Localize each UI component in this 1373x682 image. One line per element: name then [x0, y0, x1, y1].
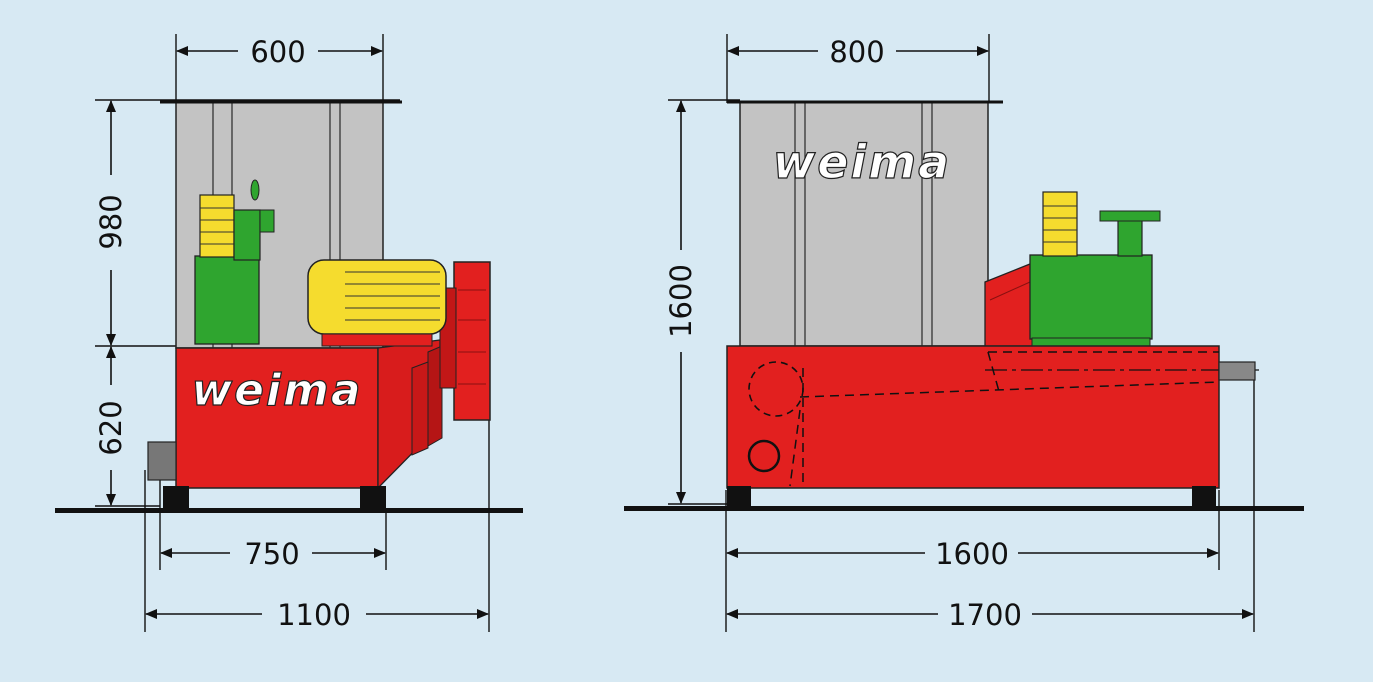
front-view: weima 600 980 620 750 1100: [55, 34, 523, 632]
front-ground-line: [55, 508, 523, 513]
front-dim-600-label: 600: [250, 35, 305, 69]
front-dim-750-label: 750: [244, 537, 299, 571]
front-drive-plate-1: [411, 361, 429, 456]
side-foot-left: [727, 486, 751, 506]
front-pulley-grooves: [458, 289, 486, 385]
front-foot-left: [163, 486, 189, 508]
side-dim-1700-label: 1700: [948, 598, 1022, 632]
side-hydraulic-tank-foot: [1031, 337, 1151, 347]
front-hydraulic-motor-fins: [200, 207, 234, 245]
front-hydraulic-tank: [194, 255, 260, 345]
front-main-motor-foot: [321, 333, 433, 347]
side-ground-line: [624, 506, 1304, 511]
side-hydraulic-filter: [1117, 217, 1143, 257]
side-hopper-ribs: [794, 102, 933, 346]
front-logo: weima: [191, 365, 362, 416]
front-hydraulic-valve: [233, 209, 261, 261]
side-hydraulic-tank: [1029, 254, 1153, 340]
side-hopper: [739, 101, 989, 347]
front-control-box: [147, 441, 177, 481]
front-drive-plate-2: [427, 345, 443, 447]
front-dim-1100-label: 1100: [277, 598, 351, 632]
front-hydraulic-port: [259, 209, 275, 233]
side-base: [726, 345, 1220, 489]
front-foot-right: [360, 486, 386, 508]
front-main-motor-fins: [345, 271, 440, 321]
side-dim-1600h-label: 1600: [935, 537, 1009, 571]
side-foot-right: [1192, 486, 1216, 506]
side-view: weima: [624, 34, 1304, 632]
side-internal-dashed-lines: [789, 351, 1220, 487]
side-logo: weima: [773, 135, 951, 189]
front-pulley: [453, 261, 491, 421]
side-hydraulic-motor-fins: [1043, 205, 1077, 243]
side-shaft-stub: [1218, 361, 1256, 381]
side-dim-1600v-label: 1600: [664, 264, 698, 338]
front-main-motor: [307, 259, 447, 335]
side-hydraulic-filter-cap: [1099, 210, 1161, 222]
side-dim-800-label: 800: [829, 35, 884, 69]
front-dim-980-label: 980: [94, 194, 128, 249]
side-hydraulic-motor: [1042, 191, 1078, 257]
front-hydraulic-cap: [250, 179, 260, 201]
front-hydraulic-motor: [199, 194, 235, 258]
front-dim-620-label: 620: [94, 400, 128, 455]
side-outlet-circle: [747, 439, 781, 473]
side-drive-cover-edge: [989, 281, 1031, 301]
